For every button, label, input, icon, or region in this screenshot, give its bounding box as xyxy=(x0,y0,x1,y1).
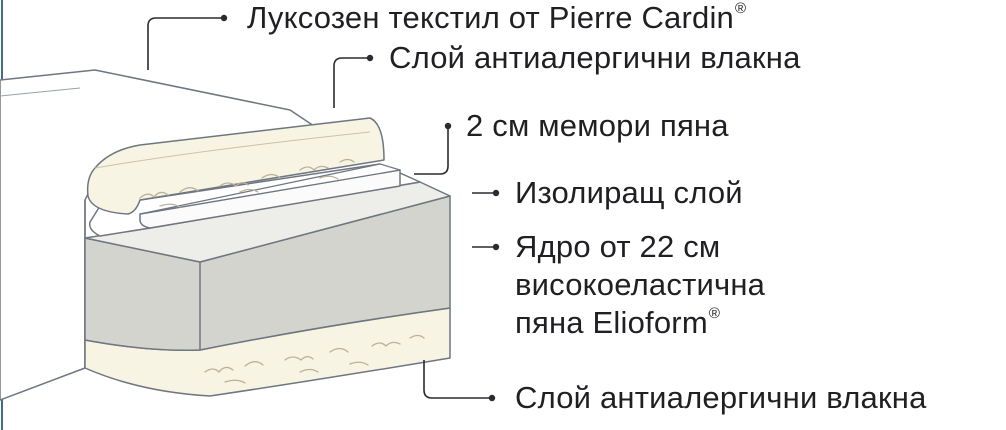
memory-foam-layer xyxy=(139,169,401,229)
memory-foam-top xyxy=(139,163,401,215)
leader-fiber-bottom xyxy=(423,360,490,399)
fiber-bottom-texture xyxy=(204,334,425,384)
registered-mark: ® xyxy=(708,305,721,322)
label-top-textile: Луксозен текстил от Pierre Cardin® xyxy=(247,0,746,36)
label-top-textile-text: Луксозен текстил от Pierre Cardin xyxy=(247,0,734,35)
cover-textile-fold xyxy=(0,87,81,97)
label-fiber-bottom-text: Слой антиалергични влакна xyxy=(515,380,927,415)
label-memory-foam: 2 см мемори пяна xyxy=(466,108,729,144)
leader-top-textile-dot xyxy=(220,14,228,22)
leader-fiber-bottom-dot xyxy=(488,394,496,402)
label-memory-foam-text: 2 см мемори пяна xyxy=(466,108,729,143)
label-fiber-bottom: Слой антиалергични влакна xyxy=(515,380,927,416)
fiber-top-surface-line xyxy=(94,131,371,169)
leader-core-dot xyxy=(492,243,500,251)
leader-fiber-top xyxy=(333,57,368,108)
leader-fiber-top-dot xyxy=(366,54,374,62)
fiber-layer-top xyxy=(86,117,385,215)
label-fiber-top-text: Слой антиалергични влакна xyxy=(389,40,801,75)
label-core-line-1: Ядро от 22 см xyxy=(515,229,721,264)
label-core-line-2: високоеластична xyxy=(515,267,766,302)
label-core-line-3: пяна Elioform xyxy=(515,305,708,340)
leader-insulating-dot xyxy=(492,189,500,197)
label-core-line-3-wrap: пяна Elioform® xyxy=(515,304,765,342)
core-foam-front xyxy=(84,195,451,352)
label-insulating-text: Изолиращ слой xyxy=(515,175,743,210)
leader-memory-foam xyxy=(414,128,449,175)
registered-mark: ® xyxy=(735,0,747,17)
leader-memory-foam-dot xyxy=(444,122,452,130)
label-core: Ядро от 22 см високоеластична пяна Eliof… xyxy=(515,228,765,342)
fiber-top-texture xyxy=(139,158,355,208)
label-fiber-top: Слой антиалергични влакна xyxy=(389,40,801,76)
label-insulating: Изолиращ слой xyxy=(515,175,743,211)
leader-top-textile xyxy=(147,17,222,70)
